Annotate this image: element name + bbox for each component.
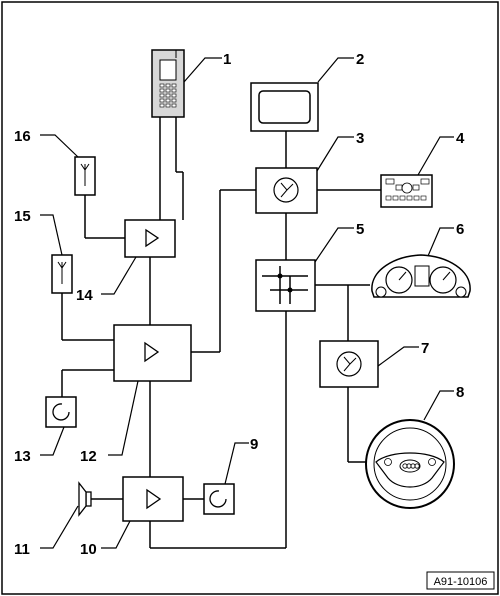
callout-7: 7 (421, 340, 429, 357)
reference-code: A91-10106 (434, 576, 488, 588)
reference-label-box: A91-10106 (426, 571, 495, 590)
mobile-phone (151, 49, 185, 118)
callout-12: 12 (80, 448, 97, 465)
output-amplifier (122, 476, 184, 522)
steering-column-module (319, 340, 379, 388)
callout-6: 6 (456, 221, 464, 238)
callout-9: 9 (250, 436, 258, 453)
main-control-amplifier (113, 324, 192, 382)
callout-13: 13 (14, 448, 31, 465)
microphone-right (203, 483, 235, 515)
display-screen (250, 82, 319, 132)
callout-16: 16 (14, 128, 31, 145)
callout-14: 14 (76, 287, 93, 304)
operating-panel (380, 174, 433, 208)
antenna-16 (74, 156, 96, 196)
callout-2: 2 (356, 51, 364, 68)
microphone-left (45, 396, 77, 428)
data-bus-gateway (255, 259, 316, 312)
callout-11: 11 (14, 541, 30, 558)
loudspeaker (78, 481, 92, 517)
connection-lines (61, 117, 381, 549)
callout-3: 3 (356, 130, 364, 147)
steering-wheel (365, 419, 455, 509)
callout-4: 4 (456, 130, 465, 147)
callout-8: 8 (456, 384, 464, 401)
control-unit-hub (255, 167, 318, 214)
callout-5: 5 (356, 221, 364, 238)
callout-15: 15 (14, 208, 31, 225)
antenna-15 (51, 254, 73, 294)
antenna-amplifier (124, 219, 176, 258)
callout-1: 1 (223, 51, 231, 68)
leader-lines (40, 57, 454, 549)
instrument-cluster (371, 254, 471, 298)
callout-10: 10 (80, 541, 97, 558)
